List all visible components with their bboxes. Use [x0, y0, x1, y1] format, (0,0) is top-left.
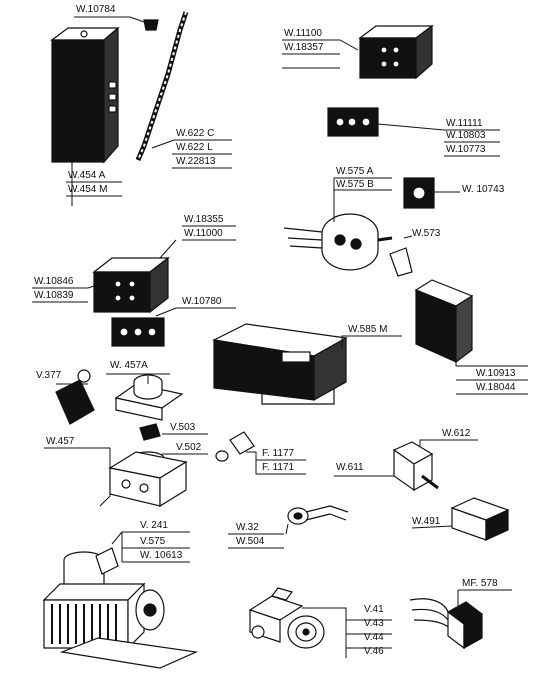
relay-mid-drawing [92, 256, 170, 314]
code-label: F. 1177 [262, 448, 295, 459]
motor-drawing [42, 547, 199, 669]
rocker-drawing [450, 497, 510, 541]
code-label: W.18357 [284, 42, 324, 53]
code-label: W.11100 [284, 28, 322, 39]
code-label: W.575 B [336, 179, 374, 190]
relay-top-drawing [358, 24, 434, 80]
code-label: W.10773 [446, 144, 486, 155]
code-label: W.10780 [182, 296, 222, 307]
code-label: V.43 [364, 618, 384, 629]
lamp-drawing [287, 505, 349, 525]
pressostat-drawing [108, 374, 188, 508]
fittings-drawing [215, 431, 255, 462]
code-label: W.573 [412, 228, 441, 239]
code-label: W.10803 [446, 130, 486, 141]
code-label: W.454 M [68, 184, 108, 195]
code-label: W.18355 [184, 214, 224, 225]
mid-plate-drawing [111, 317, 165, 347]
controller-drawing [212, 323, 348, 405]
code-label: W. 457A [110, 360, 148, 371]
code-label: W.18044 [476, 382, 516, 393]
code-label: W. 10613 [140, 550, 183, 561]
code-label: V. 241 [140, 520, 168, 531]
code-label: V.46 [364, 646, 384, 657]
code-label: MF. 578 [462, 578, 498, 589]
code-label: F. 1171 [262, 462, 295, 473]
code-label: W.22813 [176, 156, 216, 167]
timer-box-drawing [50, 19, 159, 164]
code-label: W.11000 [184, 228, 223, 239]
code-label: V.44 [364, 632, 384, 643]
code-label: W.611 [336, 462, 364, 473]
capacitor-drawing [414, 279, 474, 364]
code-label: W. 10743 [462, 184, 505, 195]
microswitch-drawing [392, 441, 439, 492]
cable-drawing [135, 11, 189, 161]
code-label: W.457 [46, 436, 75, 447]
code-label: V.502 [176, 442, 202, 453]
code-label: W.11111 [446, 118, 483, 129]
connector-drawing [55, 369, 95, 425]
rotary-switch-drawing [283, 213, 393, 271]
code-label: W.612 [442, 428, 471, 439]
code-label: W.10784 [76, 4, 116, 15]
code-label: W.10846 [34, 276, 74, 287]
code-label: W.622 C [176, 128, 215, 139]
pump-drawing [248, 587, 325, 649]
code-label: W.10839 [34, 290, 74, 301]
code-label: V.41 [364, 604, 384, 615]
code-label: W.622 L [176, 142, 213, 153]
code-label: V.503 [170, 422, 196, 433]
code-label: V.575 [140, 536, 166, 547]
code-label: W.575 A [336, 166, 374, 177]
code-label: W.585 M [348, 324, 388, 335]
code-label: W.491 [412, 516, 441, 527]
small-plate-drawing [327, 107, 379, 137]
rocker-cable-drawing [409, 598, 484, 650]
code-label: W.32 [236, 522, 259, 533]
switch-plate-drawing [403, 177, 435, 209]
code-label: W.504 [236, 536, 265, 547]
code-label: W.10913 [476, 368, 516, 379]
knob-drawing [389, 247, 413, 277]
code-label: W.454 A [68, 170, 106, 181]
code-label: V.377 [36, 370, 62, 381]
